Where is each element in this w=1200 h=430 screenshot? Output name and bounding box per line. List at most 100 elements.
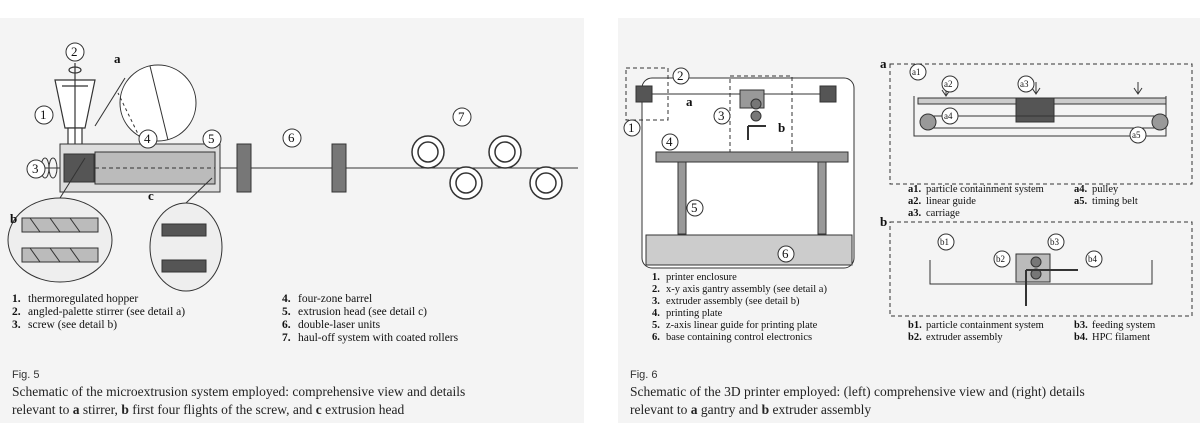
printer-enclosure-drawing [625,67,855,269]
callout-b1: b1 [940,237,949,247]
caption-text: relevant to [630,402,691,417]
legend-num: 4. [652,308,660,319]
figure-5-legend: 1. thermoregulated hopper 2. angled-pale… [12,293,459,344]
legend-num: b2. [908,332,922,343]
callout-3: 3 [718,108,725,123]
detail-label-b: b [880,214,887,229]
detail-label-a: a [114,51,121,66]
figure-5-caption: Schematic of the microextrusion system e… [12,383,572,419]
callout-1: 1 [40,107,47,122]
legend-text: double-laser units [298,319,381,331]
legend-text: extrusion head (see detail c) [298,306,427,318]
detail-label-a: a [880,56,887,71]
caption-text: gantry and [697,402,762,417]
caption-text: stirrer, [79,402,122,417]
detail-a-drawing [94,64,197,142]
laser-units-drawing [236,143,347,193]
legend-text: particle containment system [926,184,1044,195]
callout-circles [623,63,1147,268]
legend-text: extruder assembly (see detail b) [666,296,800,307]
legend-num: a2. [908,196,922,207]
legend-num: a1. [908,184,922,195]
callout-circles [26,42,472,179]
legend-text: extruder assembly [926,332,1003,343]
caption-line: Schematic of the microextrusion system e… [12,384,466,399]
figure-6-legend-main: 1. printer enclosure 2. x-y axis gantry … [652,272,827,343]
legend-num: a5. [1074,196,1088,207]
caption-text: relevant to [12,402,73,417]
legend-text: pulley [1092,184,1119,195]
caption-ref-b: b [121,402,129,417]
caption-ref-c: c [315,402,322,417]
legend-text: x-y axis gantry assembly (see detail a) [666,284,827,295]
callout-6: 6 [782,246,789,261]
callout-5: 5 [208,131,215,146]
caption-ref-a: a [72,402,80,417]
haul-off-rollers-drawing [411,135,563,200]
legend-text: angled-palette stirrer (see detail a) [28,306,185,318]
legend-num: 6. [282,319,291,331]
caption-text: extruder assembly [769,402,872,417]
callout-1: 1 [628,120,635,135]
legend-text: feeding system [1092,320,1155,331]
legend-text: printing plate [666,308,723,319]
legend-text: carriage [926,208,960,219]
legend-num: b3. [1074,320,1088,331]
callout-b3: b3 [1050,237,1060,247]
figure-6-legend-b: b1. particle containment system b3. feed… [908,320,1155,343]
figure-6-label: Fig. 6 [630,369,658,381]
figure-5-panel: 1 2 3 4 5 6 7 a b c 1. thermoregulated h… [0,18,584,423]
legend-text: base containing control electronics [666,332,812,343]
hopper-drawing [54,63,96,149]
caption-text: first four flights of the screw, and [128,402,316,417]
legend-num: 6. [652,332,660,343]
legend-text: screw (see detail b) [28,319,117,331]
legend-num: 1. [652,272,660,283]
callout-4: 4 [144,131,151,146]
legend-text: thermoregulated hopper [28,293,138,305]
callout-b2: b2 [996,254,1005,264]
detail-label-c: c [148,188,154,203]
callout-5: 5 [691,200,698,215]
legend-num: 3. [12,319,21,331]
legend-text: linear guide [926,196,976,207]
caption-line: relevant to a gantry and b extruder asse… [630,401,1190,419]
legend-text: haul-off system with coated rollers [298,332,459,344]
detail-c-drawing [149,177,223,292]
callout-2: 2 [71,44,78,59]
callout-a3: a3 [1020,79,1029,89]
callout-a5: a5 [1132,130,1141,140]
caption-line: Schematic of the 3D printer employed: (l… [630,384,1085,399]
figure-6-schematic: 2 1 3 4 5 6 a b a b a1 a2 a3 a4 a5 b1 b2… [623,56,1193,343]
callout-3: 3 [32,161,39,176]
figure-5-schematic: 1 2 3 4 5 6 7 a b c 1. thermoregulated h… [7,42,578,344]
caption-text: extrusion head [321,402,405,417]
figure-6-caption: Schematic of the 3D printer employed: (l… [630,383,1190,419]
detail-a-gantry-drawing [889,63,1193,185]
figure-6-panel: 2 1 3 4 5 6 a b a b a1 a2 a3 a4 a5 b1 b2… [618,18,1200,423]
callout-7: 7 [458,109,465,124]
detail-b-drawing [7,157,113,283]
callout-a1: a1 [912,67,921,77]
label-a-small: a [686,94,693,109]
caption-ref-a: a [690,402,698,417]
legend-num: 1. [12,293,21,305]
legend-num: 3. [652,296,660,307]
legend-text: four-zone barrel [298,293,372,305]
legend-num: 2. [12,306,21,318]
label-b-small: b [778,120,785,135]
figure-5-label: Fig. 5 [12,369,40,381]
legend-text: z-axis linear guide for printing plate [666,320,818,331]
legend-num: b4. [1074,332,1088,343]
legend-text: timing belt [1092,196,1138,207]
legend-text: particle containment system [926,320,1044,331]
callout-b4: b4 [1088,254,1098,264]
barrel-drawing [40,143,221,193]
callout-a4: a4 [944,111,953,121]
detail-label-b: b [10,211,17,226]
legend-num: 7. [282,332,291,344]
callout-4: 4 [666,134,673,149]
detail-b-extruder-drawing [889,221,1193,317]
callout-2: 2 [677,68,684,83]
legend-num: 4. [282,293,291,305]
